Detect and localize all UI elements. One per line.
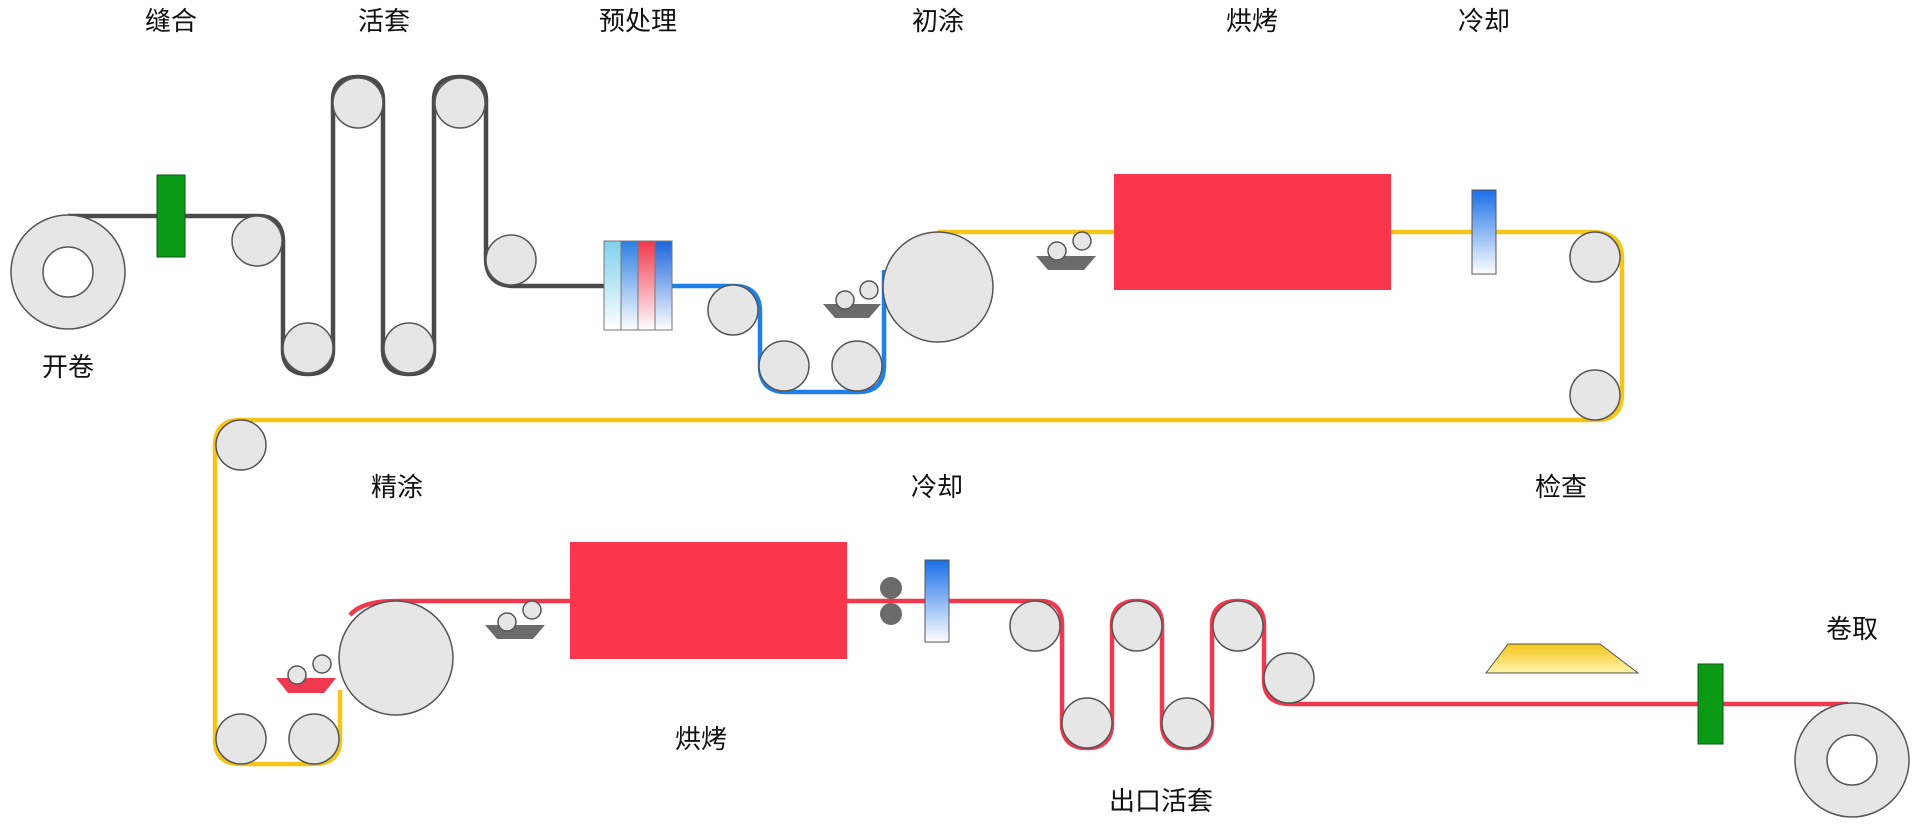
metering-roller — [312, 654, 332, 674]
roller-icon — [282, 322, 334, 374]
roller-icon — [288, 713, 340, 765]
stitcher-icon — [1697, 663, 1724, 745]
roller-icon — [1263, 652, 1315, 704]
label-entry-loop: 活套 — [358, 7, 410, 37]
cooler-1-icon — [1471, 189, 1497, 275]
label-inspection: 检查 — [1535, 473, 1587, 503]
roller-icon — [485, 234, 537, 286]
roller-icon — [215, 419, 267, 471]
roller-icon — [1111, 600, 1163, 652]
roller-icon — [231, 215, 283, 267]
roller-icon — [707, 284, 759, 336]
primer-coater — [823, 231, 994, 343]
label-primer-coat: 初涂 — [912, 7, 964, 37]
label-cooling-1: 冷却 — [1458, 7, 1510, 37]
roller-icon — [1009, 600, 1061, 652]
label-recoiler: 卷取 — [1826, 615, 1878, 645]
exit-loop-rollers — [1009, 600, 1315, 749]
roller-icon — [1161, 697, 1213, 749]
coater-tray-icon — [823, 304, 881, 318]
coil-hub — [1826, 734, 1878, 786]
roller-icon — [1212, 600, 1264, 652]
stitcher-icon — [156, 174, 186, 258]
metering-roller — [1072, 231, 1092, 251]
metering-roller — [522, 600, 542, 620]
label-cooling-2: 冷却 — [911, 473, 963, 503]
oven-2-icon — [570, 542, 847, 659]
pickup-roller — [497, 612, 517, 632]
roller-icon — [1061, 697, 1113, 749]
label-oven-1: 烘烤 — [1226, 7, 1278, 37]
label-exit-loop: 出口活套 — [1109, 787, 1213, 817]
label-stitcher: 缝合 — [145, 7, 197, 37]
pickup-roller — [1047, 241, 1067, 261]
roller-icon — [1569, 369, 1621, 421]
label-uncoiler: 开卷 — [42, 353, 94, 383]
inspection-lamp-icon — [1484, 643, 1640, 674]
label-pretreatment: 预处理 — [599, 7, 677, 37]
oven-1-icon — [1114, 174, 1391, 290]
coater-tray-icon — [276, 678, 336, 693]
finish-coater — [276, 600, 454, 716]
coater-tray-2 — [1036, 231, 1096, 270]
applicator-roller — [338, 600, 454, 716]
strip-pretreated — [670, 270, 887, 395]
cooler-2-icon — [924, 559, 950, 643]
metering-roller — [859, 280, 879, 300]
coil-hub — [42, 246, 94, 298]
roller-icon — [831, 340, 883, 392]
pickup-roller — [835, 290, 855, 310]
applicator-roller — [882, 231, 994, 343]
coater-tray-icon — [1036, 256, 1096, 270]
recoiler — [1794, 702, 1910, 818]
roller-icon — [215, 713, 267, 765]
pretreatment-rollers — [707, 284, 883, 392]
strip-raw — [68, 74, 604, 377]
label-oven-2: 烘烤 — [675, 725, 727, 755]
roller-icon — [434, 77, 486, 129]
label-finish-coat: 精涂 — [371, 473, 423, 503]
pickup-roller — [287, 665, 307, 685]
roller-icon — [332, 77, 384, 129]
quench-roller-top — [880, 577, 902, 599]
roller-icon — [758, 340, 810, 392]
entry-loop-rollers — [231, 77, 537, 374]
pretreatment-tanks — [603, 240, 673, 331]
quench-roller-bottom — [880, 603, 902, 625]
roller-icon — [383, 322, 435, 374]
roller-icon — [1569, 231, 1621, 283]
coater-tray-3 — [485, 600, 545, 639]
uncoiler — [10, 214, 126, 330]
